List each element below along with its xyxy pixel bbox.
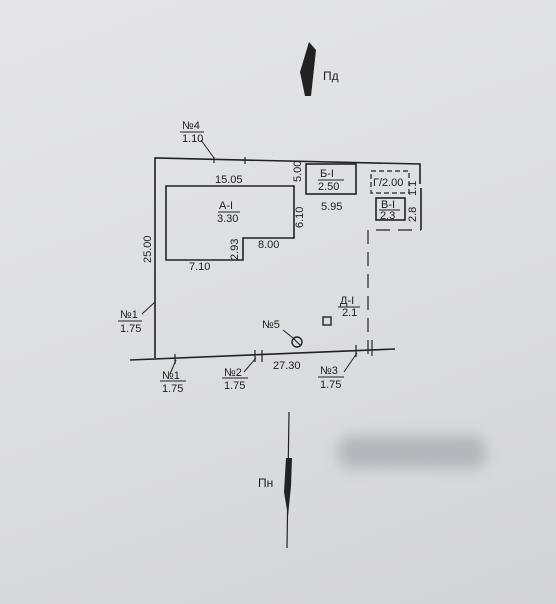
dim-a-notch-height: 2.93 (229, 239, 241, 260)
building-g-label: Г/2.00 (373, 177, 403, 189)
building-a-outline (165, 185, 295, 261)
building-d-name: Д-І (340, 295, 354, 307)
dim-v-side-2: 1.1 (407, 181, 419, 196)
point-1-left-value: 1.75 (120, 323, 141, 335)
dim-b-side: 5.00 (292, 161, 304, 182)
point-1-bottom-value: 1.75 (162, 383, 183, 395)
point-4-value: 1.10 (182, 133, 203, 145)
point-1-left-number: №1 (120, 309, 138, 321)
point-2-number: №2 (224, 367, 242, 379)
north-label: Пд (323, 69, 339, 83)
building-d-height: 2.1 (342, 307, 357, 319)
dim-a-top: 15.05 (215, 174, 243, 186)
point-1-bottom-number: №1 (162, 370, 180, 382)
building-d-outline (322, 316, 332, 326)
dim-b-bottom: 5.95 (321, 201, 342, 213)
plot-boundary (129, 157, 422, 364)
point-5-label: №5 (262, 319, 280, 331)
dim-a-notch-width: 8.00 (258, 239, 279, 251)
building-b-outline (305, 163, 357, 195)
building-v-outline (375, 197, 406, 221)
building-b-name: Б-І (320, 168, 334, 180)
point-2-value: 1.75 (224, 380, 245, 392)
dim-plot-bottom: 27.30 (273, 360, 301, 372)
building-b-height: 2.50 (318, 181, 339, 193)
south-arrow-icon (284, 411, 292, 549)
dim-a-right: 6.10 (294, 207, 306, 228)
point-4-number: №4 (182, 120, 200, 132)
redacted-area (338, 436, 486, 468)
dim-a-bottom: 7.10 (189, 261, 210, 273)
dim-plot-left: 25.00 (142, 235, 154, 263)
building-v-height: 2.3 (380, 210, 395, 222)
building-a-height: 3.30 (217, 213, 238, 225)
point-3-value: 1.75 (320, 379, 341, 391)
building-g-outline (370, 170, 410, 194)
point-5-marker (282, 329, 303, 348)
south-label: Пн (258, 476, 273, 490)
north-arrow-icon (300, 42, 316, 96)
dim-v-side: 2.8 (407, 207, 419, 222)
point-3-number: №3 (320, 365, 338, 377)
building-v-name: В-І (381, 199, 395, 211)
building-a-name: А-І (219, 200, 233, 212)
